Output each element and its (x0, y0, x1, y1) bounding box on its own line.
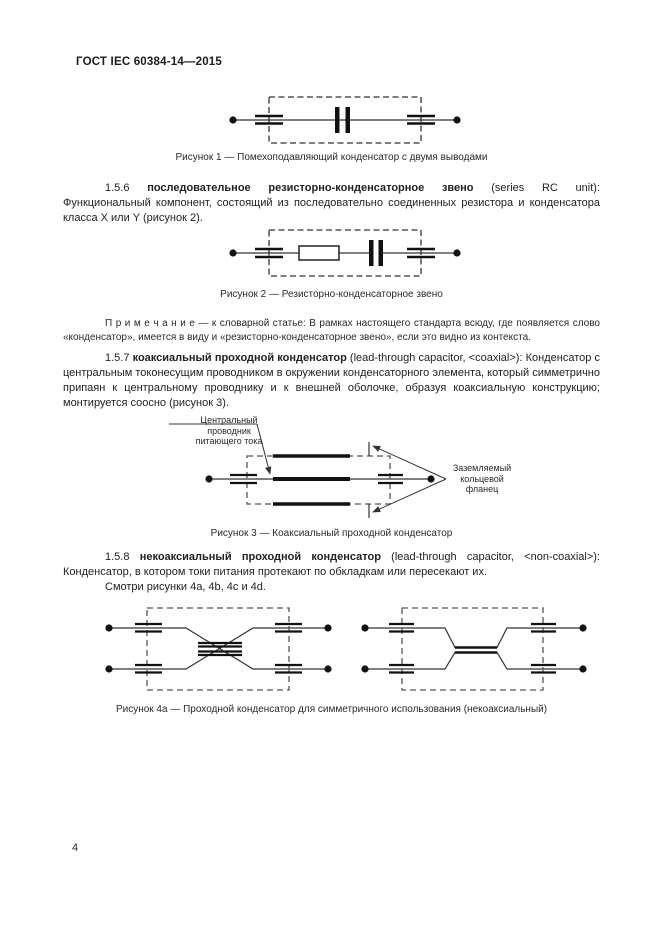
feedthrough-capacitor-plates-right-bottom (531, 663, 556, 674)
figure4a-right-converging-diagram (361, 607, 587, 691)
outer-electrode-bars (273, 454, 350, 506)
figure1-caption: Рисунок 1 — Помехоподавляющий конденсато… (175, 152, 488, 163)
terminal-dots (105, 624, 332, 673)
standard-number-header: ГОСТ IEC 60384-14—2015 (76, 56, 222, 68)
crossed-wires (109, 627, 328, 670)
clause-number-1-5-6: 1.5.6 (105, 182, 130, 194)
label-central-conductor: Центральный проводник питающего тока (195, 415, 263, 446)
figure4a-left-crossed-diagram (105, 607, 332, 691)
clause-body-1-5-6: (series RC unit): Функциональный компоне… (63, 182, 601, 224)
feedthrough-capacitor-plates-left (255, 247, 283, 259)
feedthrough-capacitor-plates-left-top (135, 622, 162, 633)
note-to-entry: П р и м е ч а н и е — к словарной статье… (63, 318, 600, 343)
clause-number-1-5-8: 1.5.8 (105, 551, 130, 563)
dashed-enclosure (268, 229, 422, 277)
feedthrough-capacitor-plates-right-top (531, 622, 556, 633)
clause-term-coaxial-lead-through: коаксиальный проходной конденсатор (132, 352, 347, 364)
feedthrough-capacitor-plates-right (407, 114, 435, 125)
clause-body-1-5-7: (lead-through capacitor, <coaxial>): Кон… (63, 352, 600, 409)
paragraph-1-5-7: 1.5.7 коаксиальный проходной конденсатор… (63, 351, 600, 411)
page-number: 4 (72, 842, 79, 854)
dashed-enclosure (268, 96, 422, 144)
see-figures-reference: Смотри рисунки 4a, 4b, 4c и 4d. (105, 581, 266, 593)
clause-term-noncoaxial-lead-through: некоаксиальный проходной конденсатор (139, 551, 381, 563)
feedthrough-capacitor-plates-right-top (275, 622, 302, 633)
feedthrough-capacitor-plates-right-bottom (275, 663, 302, 674)
center-conductor-leader-line (169, 423, 272, 475)
feedthrough-capacitor-plates-right (378, 473, 403, 485)
figure3-caption: Рисунок 3 — Коаксиальный проходной конде… (210, 528, 453, 539)
feedthrough-capacitor-plates-left (230, 473, 257, 485)
feedthrough-capacitor-plates-right (407, 247, 435, 259)
paragraph-1-5-8: 1.5.8 некоаксиальный проходной конденсат… (63, 550, 600, 580)
feedthrough-capacitor-plates-left-bottom (389, 663, 414, 674)
clause-term-series-rc-unit: последовательное резисторно-конденсаторн… (147, 182, 474, 194)
figure3-coaxial-capacitor-diagram: Центральный проводник питающего тока Заз… (140, 414, 620, 526)
figure2-caption: Рисунок 2 — Резисторно-конденсаторное зв… (220, 289, 443, 300)
series-capacitor-symbol (369, 240, 383, 266)
paragraph-1-5-6: 1.5.6 последовательное резисторно-конден… (63, 181, 600, 226)
dashed-enclosure (401, 607, 544, 691)
clause-body-1-5-8: (lead-through capacitor, <non-coaxial>):… (63, 551, 600, 578)
terminal-dots (229, 249, 461, 257)
feedthrough-capacitor-plates-left-top (389, 622, 414, 633)
terminal-dots (229, 116, 461, 124)
resistor-symbol (298, 245, 340, 261)
figure4a-caption: Рисунок 4a — Проходной конденсатор для с… (115, 704, 548, 715)
central-capacitor-plates (455, 646, 497, 654)
dashed-enclosure (146, 607, 290, 691)
feedthrough-capacitor-plates-left-bottom (135, 663, 162, 674)
label-grounded-ring-flange: Заземляемый кольцевой фланец (452, 463, 512, 494)
terminal-dots (205, 475, 435, 483)
central-capacitor-plates (198, 641, 242, 657)
figure2-rc-unit-diagram (229, 229, 461, 277)
feedthrough-capacitor-plates-left (255, 114, 283, 125)
flange-leader-lines (372, 445, 447, 513)
series-capacitor-symbol (335, 107, 350, 133)
figure3-drawing (169, 423, 447, 518)
figure1-capacitor-two-leads-diagram (229, 96, 461, 144)
terminal-dots (361, 624, 587, 673)
clause-number-1-5-7: 1.5.7 (105, 352, 130, 364)
